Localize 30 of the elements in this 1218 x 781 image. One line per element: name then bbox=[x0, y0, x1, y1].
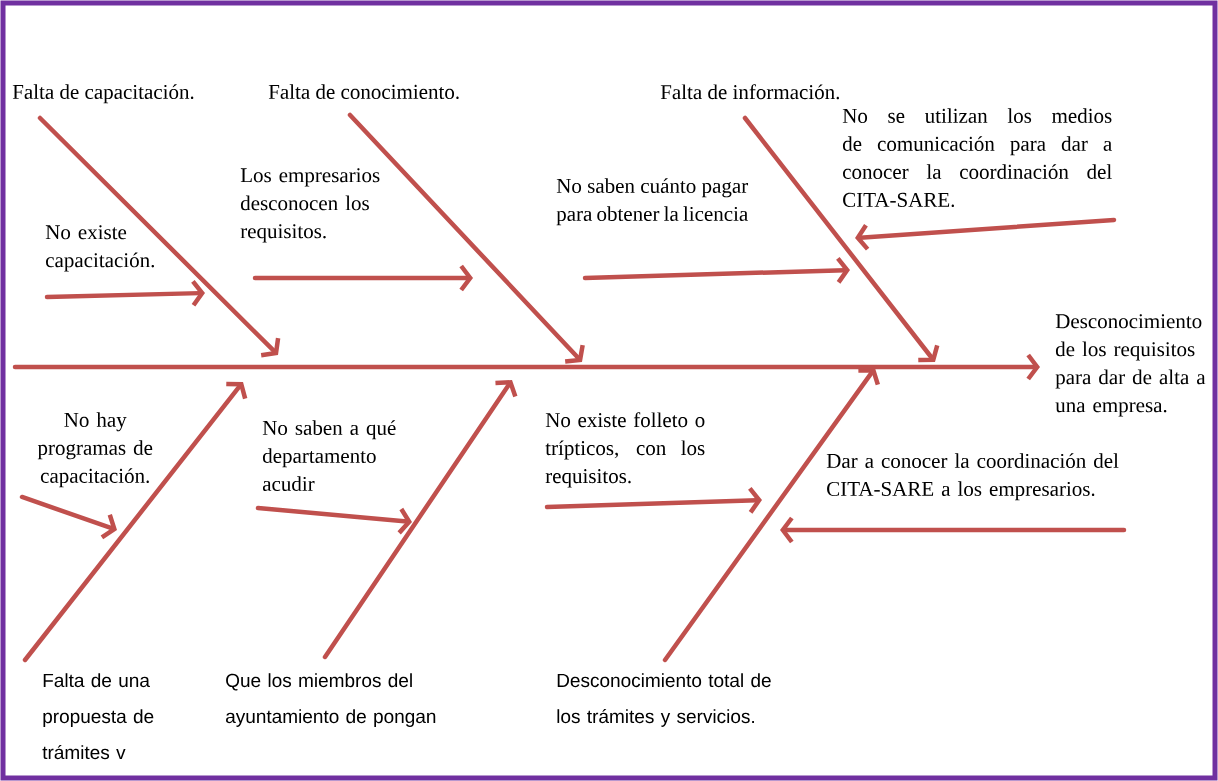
arrow bbox=[255, 505, 412, 535]
cause-label: No saben cuánto pagar para obtener la licencia bbox=[556, 178, 748, 226]
cause-label: Los empresarios desconocen los requisitos. bbox=[240, 168, 380, 243]
bone-arrow bbox=[22, 381, 248, 663]
cause-label: Dar a conocer la coordinación del CITA-SARE a los empresarios. bbox=[826, 453, 1119, 501]
category-label: Falta de información. bbox=[660, 84, 840, 100]
arrow bbox=[855, 217, 1117, 251]
arrow bbox=[544, 486, 762, 514]
arrow bbox=[19, 494, 117, 540]
category-label: Falta de capacitación. bbox=[12, 84, 194, 104]
cause-label: No hay programas de capacitación. bbox=[37, 412, 153, 488]
arrow bbox=[44, 279, 205, 307]
effect-label: Desconocimiento de los requisitos para dar de alta a una empresa. bbox=[1055, 314, 1206, 417]
spine-arrow bbox=[12, 353, 1040, 381]
cause-label: No saben a qué departamento acudir bbox=[262, 420, 396, 491]
bone-arrow bbox=[322, 380, 518, 660]
arrow bbox=[780, 516, 1127, 544]
bone-arrow bbox=[37, 115, 281, 358]
bone-arrow bbox=[742, 115, 940, 363]
cause-label: No existe folleto o trípticos, con los requisitos. bbox=[545, 412, 705, 488]
category-label: Falta de conocimiento. bbox=[268, 84, 459, 100]
bone-arrow bbox=[347, 112, 585, 364]
category-label: Que los miembros del ayuntamiento de pongan bbox=[226, 673, 436, 727]
cause-label: No se utilizan los medios de comunicación para dar a conocer la coordinación del CITA-SARE. bbox=[842, 108, 1112, 208]
arrow bbox=[252, 264, 473, 292]
category-label: Desconocimiento total de los trámites y servicios. bbox=[557, 673, 771, 727]
category-label: Falta de una propuesta de trámites v bbox=[42, 673, 154, 760]
bone-arrow bbox=[662, 368, 880, 663]
cause-label: No existe capacitación. bbox=[45, 225, 154, 272]
arrow bbox=[582, 256, 850, 284]
